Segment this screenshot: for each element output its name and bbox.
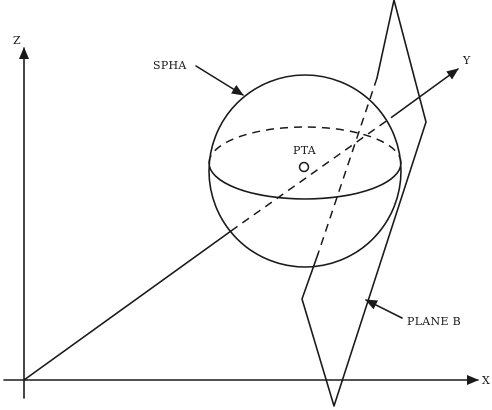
sphere-spha	[208, 74, 402, 268]
sphere-equator-front	[208, 162, 402, 200]
plane-label: PLANE B	[407, 315, 461, 328]
plane-b-leader-arrow	[365, 299, 403, 319]
x-axis-label: X	[482, 374, 490, 387]
y-axis-upper	[391, 68, 459, 118]
z-axis-label: Z	[13, 34, 21, 47]
y-axis-hidden	[230, 116, 393, 232]
point-label: PTA	[293, 144, 317, 157]
sphere-equator-back	[208, 126, 402, 164]
plane-b	[301, 0, 427, 407]
sphere-label: SPHA	[153, 59, 187, 72]
plane-b-hidden-edge	[317, 77, 378, 255]
y-axis-lower	[23, 230, 232, 381]
spha-leader-arrow	[195, 65, 244, 96]
point-pta-marker	[298, 161, 310, 173]
y-axis-label: Y	[462, 54, 471, 67]
